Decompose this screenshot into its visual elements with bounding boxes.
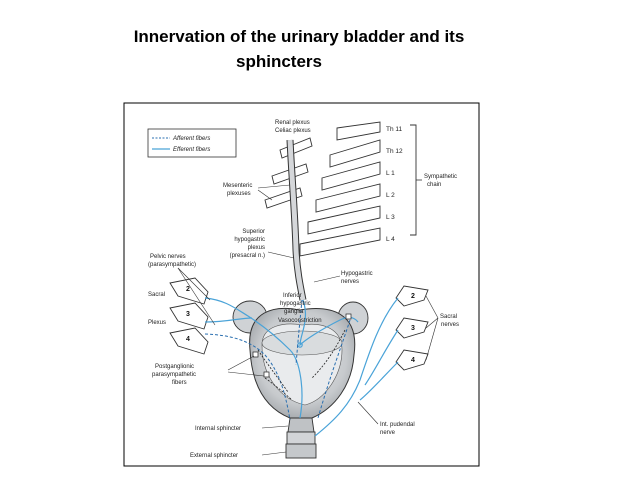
leader-hypogastric [313, 275, 341, 283]
efferent-pudendal-path [314, 297, 399, 437]
spinal-nerve-l1 [321, 161, 381, 191]
postganglionic-path-a [257, 349, 289, 393]
segment-label-th11: Th 11 [386, 126, 403, 133]
spinal-nerve-th12 [329, 139, 381, 168]
afferent-fibers [204, 299, 351, 421]
label-postganglionic-1: Postganglionic [155, 364, 194, 370]
slide-title: Innervation of the urinary bladder and i… [0, 24, 638, 74]
label-hypogastric-2: nerves [341, 279, 359, 285]
internal-sphincter [287, 417, 315, 433]
label-external-sphincter: External sphincter [190, 453, 238, 459]
legend-afferent-label: Afferent fibers [172, 136, 210, 142]
right-sacral-root-3 [395, 317, 429, 339]
leader-pelvic-nerves [177, 267, 211, 301]
label-plexus: Plexus [148, 320, 166, 326]
legend: Afferent fibers Efferent fibers [147, 128, 237, 158]
efferent-pelvic-path-2 [204, 317, 253, 323]
efferent-sacral-3-path [364, 329, 399, 386]
leader-superior-hypogastric [267, 251, 295, 259]
leader-external-sphincter [261, 451, 287, 456]
postganglionic-path-c [311, 329, 346, 379]
label-sacral: Sacral [148, 292, 165, 298]
spinal-nerve-l2 [315, 183, 381, 213]
ganglion-marker-a [252, 351, 259, 358]
label-postganglionic-2: parasympathetic [152, 372, 196, 378]
ganglion-marker-b [263, 371, 270, 378]
label-hypogastric-1: Hypogastric [341, 271, 373, 277]
left-sacral-number-2: 2 [186, 286, 190, 293]
label-celiac-plexus: Celiac plexus [275, 128, 311, 134]
label-superior-hypogastric-2: hypogastric [234, 237, 265, 243]
external-sphincter [285, 443, 317, 459]
label-int-pudendal-1: Int. pudendal [380, 422, 415, 428]
label-renal-plexus: Renal plexus [275, 120, 310, 126]
leader-pudendal [357, 401, 379, 425]
label-superior-hypogastric-1: Superior [242, 229, 265, 235]
label-mesenteric-1: Mesenteric [223, 183, 252, 189]
slide-title-line-1: Innervation of the urinary bladder and i… [133, 27, 465, 46]
right-sacral-number-4: 4 [411, 357, 415, 364]
label-inferior-hypogastric-1: Inferior [283, 293, 302, 299]
label-superior-hypogastric-4: (presacral n.) [230, 253, 265, 259]
label-sympathetic-2: chain [427, 182, 441, 188]
leader-mesenteric [257, 184, 291, 189]
label-mesenteric-2: plexuses [227, 191, 251, 197]
postganglionic-fibers [257, 329, 346, 401]
left-sacral-number-4: 4 [186, 336, 190, 343]
spinal-nerve-l3 [307, 205, 381, 235]
right-sacral-number-3: 3 [411, 325, 415, 332]
right-sacral-root-2 [395, 285, 429, 307]
efferent-fibers [204, 297, 399, 437]
left-sacral-root-3 [169, 302, 209, 330]
label-inferior-hypogastric-3: ganglia [284, 309, 304, 315]
label-inferior-hypogastric-2: hypogastric [280, 301, 311, 307]
label-internal-sphincter: Internal sphincter [195, 426, 241, 432]
afferent-pelvic-path [204, 333, 291, 421]
legend-box [147, 128, 237, 158]
postganglionic-path-b [264, 377, 293, 401]
leader-internal-sphincter [261, 425, 289, 429]
leader-sacral-3 [425, 317, 439, 329]
left-sacral-root-4 [169, 327, 209, 355]
efferent-sacral-4-path [359, 361, 399, 401]
left-sacral-roots [169, 277, 209, 355]
superior-hypogastric-trunk-fill [287, 139, 306, 301]
leader-sacral-2 [425, 295, 439, 319]
efferent-sympathetic-path [299, 299, 359, 347]
leader-lines [177, 184, 439, 456]
label-sympathetic-1: Sympathetic [424, 174, 457, 180]
label-pelvic-nerves-1: Pelvic nerves [150, 254, 186, 260]
leader-pelvic-nerves-2 [177, 267, 216, 326]
leader-sacral-4 [425, 317, 439, 361]
label-postganglionic-3: fibers [172, 380, 187, 386]
right-sacral-number-2: 2 [411, 293, 415, 300]
label-superior-hypogastric-3: plexus [248, 245, 265, 251]
segment-label-l1: L 1 [386, 170, 395, 177]
urethra [286, 431, 316, 445]
spinal-nerve-th11 [336, 121, 381, 141]
label-pelvic-nerves-2: (parasympathetic) [148, 262, 196, 268]
afferent-central-path [295, 299, 303, 366]
afferent-hypogastric-path [317, 319, 351, 419]
leader-postganglionic [227, 355, 255, 371]
segment-label-l4: L 4 [386, 236, 395, 243]
slide-title-line-2: sphincters [236, 52, 322, 71]
left-sacral-number-3: 3 [186, 311, 190, 318]
segment-label-th12: Th 12 [386, 148, 403, 155]
leader-postganglionic-2 [227, 371, 265, 377]
right-sacral-roots [395, 285, 429, 371]
label-sacral-nerves-1: Sacral [440, 314, 457, 320]
label-vasoconstriction: Vasoconstriction [278, 318, 322, 324]
spinal-nerve-l4 [299, 227, 381, 257]
label-int-pudendal-2: nerve [380, 430, 396, 436]
segment-label-l3: L 3 [386, 214, 395, 221]
leader-mesenteric-2 [257, 189, 273, 201]
efferent-pelvic-path [204, 297, 303, 419]
legend-efferent-label: Efferent fibers [173, 147, 210, 153]
segment-label-l2: L 2 [386, 192, 395, 199]
label-sacral-nerves-2: nerves [441, 322, 459, 328]
ganglion-marker-c [345, 313, 352, 320]
